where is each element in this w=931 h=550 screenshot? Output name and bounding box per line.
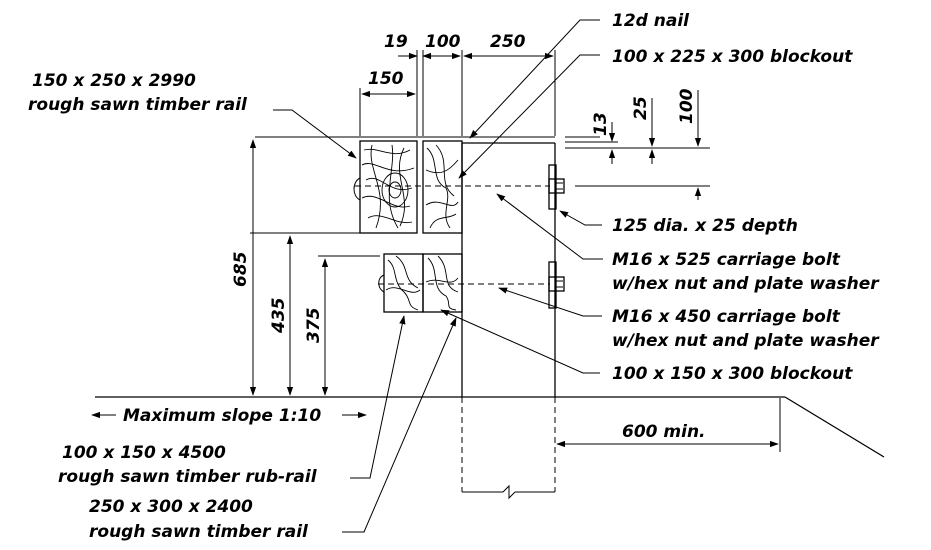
dim-25: 25 bbox=[631, 96, 651, 120]
rail-bottom-label-line2: rough sawn timber rail bbox=[89, 522, 309, 542]
dim-19: 19 bbox=[384, 32, 408, 52]
bolt1-label-line1: M16 x 525 carriage bolt bbox=[612, 250, 841, 270]
dim-100-top: 100 bbox=[425, 32, 461, 52]
upper-blockout bbox=[422, 140, 463, 234]
slope-label: Maximum slope 1:10 bbox=[123, 406, 321, 426]
dim-375: 375 bbox=[304, 308, 324, 344]
upper-carriage-bolt bbox=[355, 164, 565, 210]
clearance-label: 600 min. bbox=[622, 422, 706, 442]
nail-label: 12d nail bbox=[612, 11, 690, 31]
bolt1-label-line2: w/hex nut and plate washer bbox=[612, 274, 880, 294]
bolt2-label-line1: M16 x 450 carriage bolt bbox=[612, 307, 841, 327]
recess-label: 125 dia. x 25 depth bbox=[612, 216, 798, 236]
leader-lines bbox=[273, 19, 603, 533]
rub-rail bbox=[378, 253, 424, 313]
dim-435: 435 bbox=[269, 298, 289, 335]
bolt2-label-line2: w/hex nut and plate washer bbox=[612, 331, 880, 351]
top-dimensions bbox=[359, 50, 556, 136]
dim-150: 150 bbox=[368, 69, 404, 89]
ground-line bbox=[95, 396, 885, 458]
dim-100-right: 100 bbox=[677, 88, 697, 124]
clearance-dimension bbox=[556, 398, 781, 452]
rail-bottom-label-line1: 250 x 300 x 2400 bbox=[89, 497, 253, 517]
dim-13: 13 bbox=[591, 112, 611, 136]
lower-carriage-bolt bbox=[378, 261, 565, 309]
rubrail-label-line1: 100 x 150 x 4500 bbox=[62, 443, 226, 463]
right-dimensions bbox=[608, 90, 702, 200]
height-dimensions bbox=[249, 139, 380, 396]
rubrail-label-line2: rough sawn timber rub-rail bbox=[58, 467, 318, 487]
blockout-top-label: 100 x 225 x 300 blockout bbox=[612, 47, 853, 67]
dim-250: 250 bbox=[490, 32, 526, 52]
dim-685: 685 bbox=[231, 252, 251, 288]
lower-blockout bbox=[422, 253, 463, 313]
rail-top-label-line2: rough sawn timber rail bbox=[28, 95, 248, 115]
rail-top-label-line1: 150 x 250 x 2990 bbox=[32, 71, 196, 91]
blockout-bottom-label: 100 x 150 x 300 blockout bbox=[612, 364, 853, 384]
timber-post bbox=[461, 142, 556, 500]
reference-lines bbox=[255, 136, 710, 187]
upper-rail bbox=[353, 140, 418, 234]
